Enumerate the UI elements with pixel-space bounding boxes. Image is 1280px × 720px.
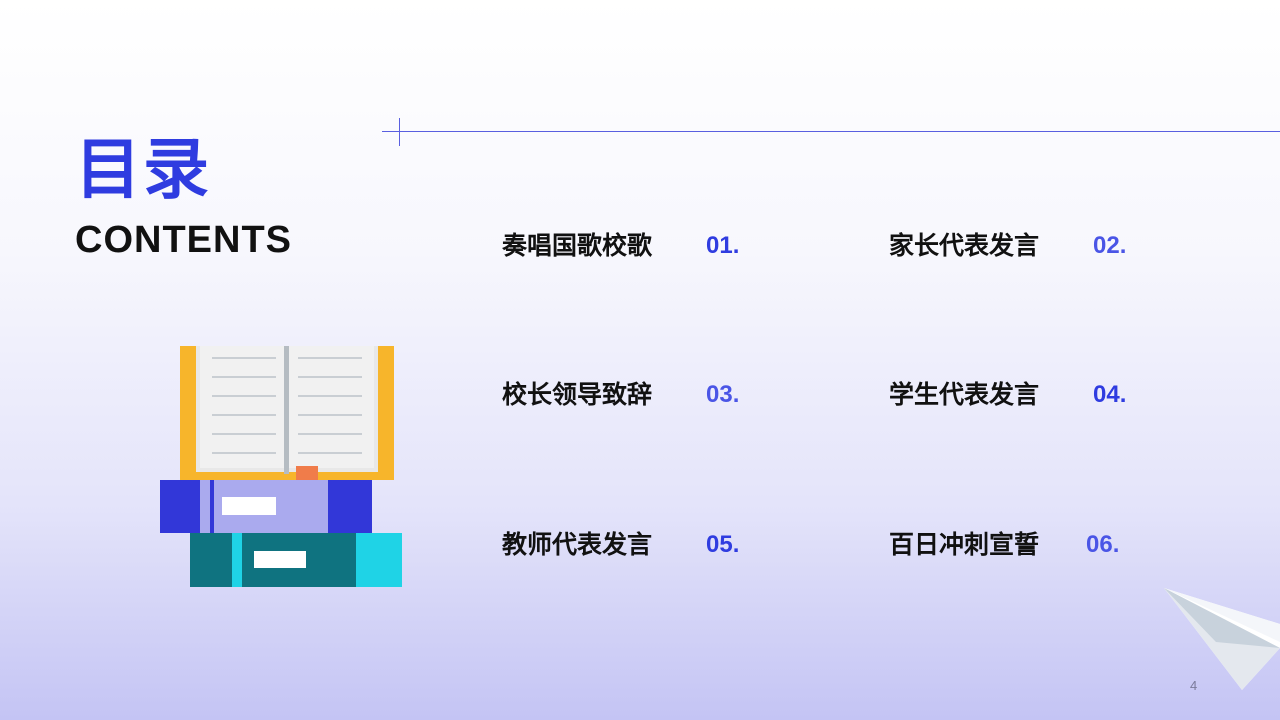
toc-item-label: 百日冲刺宣誓 xyxy=(889,530,1040,559)
toc-item-number: 02. xyxy=(1093,232,1127,259)
page-title-cn: 目录 xyxy=(75,131,211,208)
page-title-en: CONTENTS xyxy=(75,219,292,261)
toc-item-number: 06. xyxy=(1086,531,1120,558)
toc-item-label: 学生代表发言 xyxy=(889,380,1040,409)
toc-item-number: 04. xyxy=(1093,381,1127,408)
toc-item-1: 奏唱国歌校歌 01. xyxy=(502,226,762,266)
toc-item-2: 家长代表发言 02. xyxy=(889,226,1149,266)
toc-item-5: 教师代表发言 05. xyxy=(502,525,762,565)
divider-horizontal xyxy=(382,131,1280,132)
toc-item-6: 百日冲刺宣誓 06. xyxy=(889,525,1149,565)
toc-item-label: 教师代表发言 xyxy=(502,530,653,559)
toc-item-number: 01. xyxy=(706,232,740,259)
toc-item-3: 校长领导致辞 03. xyxy=(502,375,762,415)
divider-vertical-tick xyxy=(399,118,400,146)
toc-item-number: 03. xyxy=(706,381,740,408)
toc-item-label: 奏唱国歌校歌 xyxy=(502,231,653,260)
paper-plane-icon xyxy=(1164,588,1280,690)
toc-item-4: 学生代表发言 04. xyxy=(889,375,1149,415)
page-number: 4 xyxy=(1190,678,1198,693)
toc-item-label: 家长代表发言 xyxy=(889,231,1040,260)
toc-item-number: 05. xyxy=(706,531,740,558)
book-stack-icon xyxy=(160,346,402,587)
toc-item-label: 校长领导致辞 xyxy=(502,380,653,409)
